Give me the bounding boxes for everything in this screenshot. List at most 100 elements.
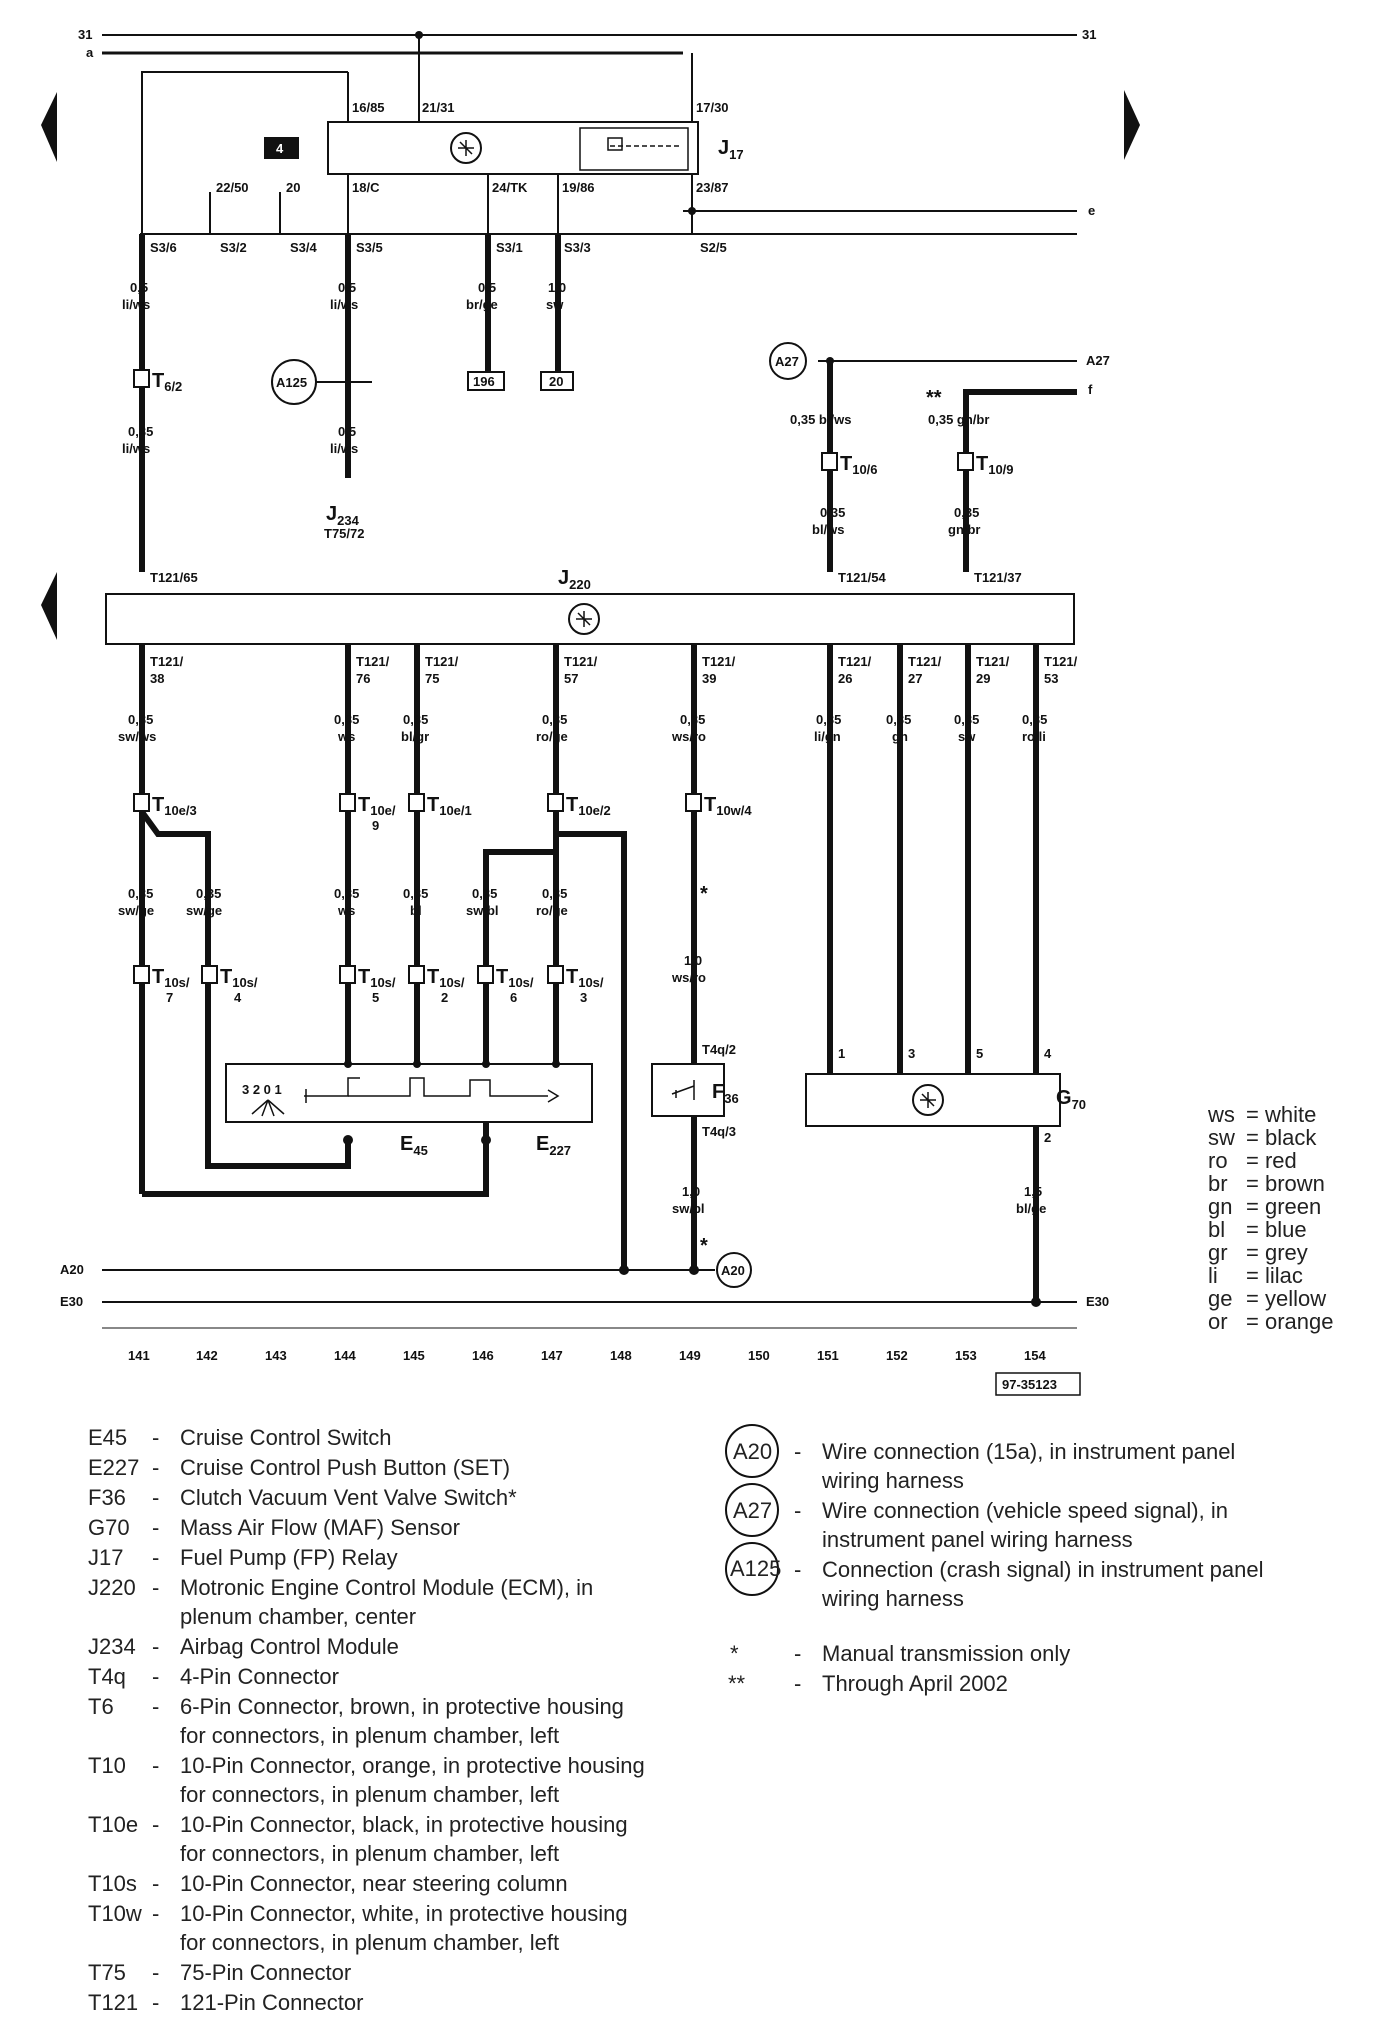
svg-text:T121: T121 bbox=[88, 1990, 138, 2015]
ref-box-196[interactable] bbox=[467, 371, 505, 391]
lw2-3-color: bl bbox=[410, 903, 422, 918]
lw1-6-color: gn bbox=[892, 729, 908, 744]
t10-9-connector-icon bbox=[957, 452, 974, 471]
svg-text:T10s/: T10s/ bbox=[220, 966, 258, 990]
lw2-0-size: 0,35 bbox=[128, 886, 153, 901]
lw1-8-color: ro/li bbox=[1022, 729, 1046, 744]
t10s-connectors: T10s/ 7 T10s/ 4 T10s/ 5 T10s/ 2 T10s/ 6 … bbox=[133, 965, 604, 1005]
svg-text:for connectors, in plenum cham: for connectors, in plenum chamber, left bbox=[180, 1723, 559, 1748]
s-point-s3-4: S3/4 bbox=[290, 240, 318, 255]
lower-wire-labels-2: 0,35 sw/ge 0,35 sw/ge 0,35 ws 0,35 bl 0,… bbox=[118, 886, 706, 985]
s-point-s3-1: S3/1 bbox=[496, 240, 523, 255]
col-151: 151 bbox=[817, 1348, 839, 1363]
col-145: 145 bbox=[403, 1348, 425, 1363]
e45-positions: 3 2 0 1 bbox=[242, 1082, 282, 1097]
t121-37: T121/37 bbox=[974, 570, 1022, 585]
svg-text:-: - bbox=[152, 1960, 159, 1985]
t6-connector-icon bbox=[133, 369, 150, 388]
g70-pin-2: 2 bbox=[1044, 1130, 1051, 1145]
s-point-s3-3: S3/3 bbox=[564, 240, 591, 255]
col-141: 141 bbox=[128, 1348, 150, 1363]
lw1-4-color: ws/ro bbox=[671, 729, 706, 744]
lw1-4-size: 0,35 bbox=[680, 712, 705, 727]
svg-text:Wire connection (15a), in inst: Wire connection (15a), in instrument pan… bbox=[822, 1439, 1235, 1464]
svg-text:= grey: = grey bbox=[1246, 1240, 1308, 1265]
f36-pin-t4q-2: T4q/2 bbox=[702, 1042, 736, 1057]
col-150: 150 bbox=[748, 1348, 770, 1363]
star-f36-top: * bbox=[700, 883, 708, 905]
svg-text:121-Pin Connector: 121-Pin Connector bbox=[180, 1990, 363, 2015]
svg-text:Airbag Control Module: Airbag Control Module bbox=[180, 1634, 399, 1659]
svg-text:wiring harness: wiring harness bbox=[821, 1586, 964, 1611]
g70-pin-1: 1 bbox=[838, 1046, 845, 1061]
lw2-4-color: sw/bl bbox=[466, 903, 499, 918]
svg-text:= orange: = orange bbox=[1246, 1309, 1333, 1334]
svg-text:= yellow: = yellow bbox=[1246, 1286, 1326, 1311]
w151a-label: 0,35 bl/ws bbox=[790, 412, 851, 427]
svg-text:*: * bbox=[730, 1641, 739, 1666]
a20-circle bbox=[716, 1252, 752, 1288]
svg-text:T10s/: T10s/ bbox=[566, 966, 604, 990]
svg-text:= brown: = brown bbox=[1246, 1171, 1325, 1196]
svg-text:= black: = black bbox=[1246, 1125, 1317, 1150]
svg-text:instrument panel wiring harnes: instrument panel wiring harness bbox=[822, 1527, 1133, 1552]
svg-text:Cruise Control Switch: Cruise Control Switch bbox=[180, 1425, 392, 1450]
j234-pin: T75/72 bbox=[324, 526, 364, 541]
t121-bottom-labels: T121/ 38 T121/ 76 T121/ 75 T121/ 57 T121… bbox=[150, 654, 1078, 686]
svg-text:T10: T10 bbox=[88, 1753, 126, 1778]
lw2-2-size: 0,35 bbox=[334, 886, 359, 901]
t121-27-a: T121/ bbox=[908, 654, 942, 669]
col-154: 154 bbox=[1024, 1348, 1046, 1363]
t10e-3-label: T10e/3 bbox=[152, 794, 197, 818]
t10e-2-label: T10e/2 bbox=[566, 794, 611, 818]
svg-text:-: - bbox=[152, 1485, 159, 1510]
svg-text:G70: G70 bbox=[88, 1515, 130, 1540]
t10w-4-label: T10w/4 bbox=[704, 794, 752, 818]
j17-pin-16-85: 16/85 bbox=[352, 100, 385, 115]
e227-label: E227 bbox=[536, 1133, 571, 1158]
g70-pin-4: 4 bbox=[1044, 1046, 1052, 1061]
svg-text:= blue: = blue bbox=[1246, 1217, 1307, 1242]
lw1-8-size: 0,35 bbox=[1022, 712, 1047, 727]
junction-e bbox=[688, 207, 696, 215]
t10s-6-sub2: 6 bbox=[510, 990, 517, 1005]
w153b-color: gn/br bbox=[948, 522, 981, 537]
ecm-symbol-mark bbox=[576, 611, 592, 627]
svg-text:Through April 2002: Through April 2002 bbox=[822, 1671, 1008, 1696]
ref-box-20[interactable] bbox=[540, 371, 574, 391]
rail-label-e30-left: E30 bbox=[60, 1294, 83, 1309]
t121-39-b: 39 bbox=[702, 671, 716, 686]
t121-39-a: T121/ bbox=[702, 654, 736, 669]
f36-label: F36 bbox=[712, 1081, 739, 1106]
e45-label: E45 bbox=[400, 1133, 428, 1158]
nav-prev-arrow-mid[interactable] bbox=[41, 572, 57, 640]
col-146: 146 bbox=[472, 1348, 494, 1363]
t10e-1-label: T10e/1 bbox=[427, 794, 472, 818]
junction-154 bbox=[1031, 1297, 1041, 1307]
w153a-label: 0,35 gn/br bbox=[928, 412, 989, 427]
svg-text:10-Pin Connector, white, in pr: 10-Pin Connector, white, in protective h… bbox=[180, 1901, 628, 1926]
svg-text:Connection (crash signal) in i: Connection (crash signal) in instrument … bbox=[822, 1557, 1263, 1582]
t121-76-b: 76 bbox=[356, 671, 370, 686]
svg-text:-: - bbox=[152, 1990, 159, 2015]
t121-65: T121/65 bbox=[150, 570, 198, 585]
svg-text:Wire connection (vehicle speed: Wire connection (vehicle speed signal), … bbox=[822, 1498, 1228, 1523]
w141a-color: li/ws bbox=[122, 297, 150, 312]
t121-75-b: 75 bbox=[425, 671, 439, 686]
j17-pin-19-86: 19/86 bbox=[562, 180, 595, 195]
svg-text:bl: bl bbox=[1208, 1217, 1225, 1242]
w141b-size: 0,35 bbox=[128, 424, 153, 439]
svg-text:ws: ws bbox=[1207, 1102, 1235, 1127]
junction-e45 bbox=[343, 1135, 353, 1145]
t10-6-label: T10/6 bbox=[840, 453, 878, 477]
t10e-9-label: T10e/ bbox=[358, 794, 396, 818]
a125-label: A125 bbox=[276, 375, 307, 390]
svg-text:T10s/: T10s/ bbox=[358, 966, 396, 990]
a27-circle bbox=[769, 342, 807, 380]
nav-prev-arrow-top[interactable] bbox=[41, 92, 57, 162]
svg-text:-: - bbox=[794, 1641, 801, 1666]
lw2-1-size: 0,35 bbox=[196, 886, 221, 901]
w144a-color: li/ws bbox=[330, 297, 358, 312]
fuse-box-4 bbox=[264, 137, 299, 159]
nav-next-arrow-top[interactable] bbox=[1124, 90, 1140, 160]
